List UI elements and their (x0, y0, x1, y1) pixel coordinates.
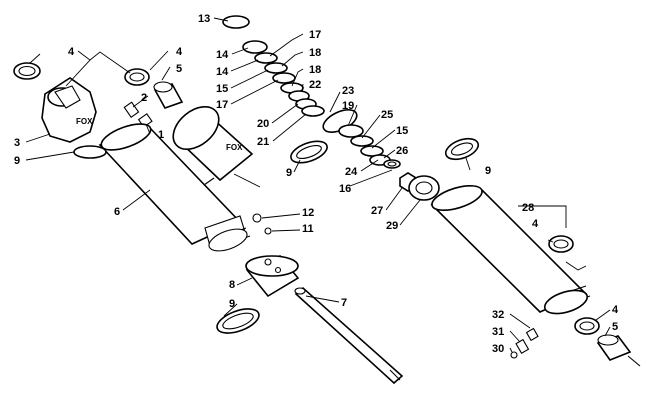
bushing-part-4-right-upper (548, 235, 574, 253)
callout-2: 2 (141, 92, 147, 104)
piston-part-8 (245, 255, 300, 298)
callout-28: 29 (386, 220, 398, 232)
callout-10: 11 (302, 223, 314, 235)
callout-4: 4 (612, 304, 619, 316)
ball-part-10 (264, 227, 272, 235)
core-part-30 (515, 338, 530, 354)
callout-31: 32 (492, 309, 504, 321)
callout-21: 22 (309, 79, 321, 91)
callout-30: 31 (492, 326, 504, 338)
valve-part-31 (525, 327, 539, 342)
callout-15: 15 (216, 83, 228, 95)
callout-4: 4 (532, 218, 539, 230)
callout-9: 9 (229, 298, 235, 310)
callout-9: 9 (14, 155, 20, 167)
callout-19: 20 (257, 118, 269, 130)
ball-part-11 (252, 213, 262, 223)
callout-17: 17 (309, 29, 321, 41)
callout-9: 9 (286, 167, 292, 179)
seal-part-9-right (444, 137, 480, 161)
seal-part-9-left-bottom (216, 308, 260, 334)
callout-4: 4 (68, 46, 75, 58)
valve-part-2 (123, 101, 140, 118)
piston-rod-part-7 (294, 286, 404, 385)
seal-part-9-center (290, 140, 328, 164)
callout-27: 28 (522, 202, 534, 214)
callout-labels: 4 4 5 2 1 3 9 6 13 14 14 15 17 17 18 18 … (14, 13, 619, 355)
body-tube-part-6 (98, 123, 251, 252)
bushing-part-4-upper (124, 68, 150, 86)
callout-5: 5 (612, 321, 618, 333)
callout-14: 14 (216, 66, 229, 78)
callout-8: 8 (229, 279, 235, 291)
seal-part-9-left-top (73, 145, 107, 159)
callout-9: 9 (485, 165, 491, 177)
callout-26: 27 (371, 205, 383, 217)
callout-22: 23 (342, 85, 354, 97)
eyelet-body-part-3: FOX (41, 77, 97, 143)
callout-18: 19 (342, 100, 354, 112)
brand-mark: FOX (76, 117, 93, 126)
callout-12: 13 (198, 13, 210, 25)
callout-18: 18 (309, 47, 321, 59)
reservoir-part-32: FOX (172, 106, 254, 186)
bushing-part-4-right-lower (574, 317, 600, 335)
callout-23: 24 (345, 166, 358, 178)
callout-17: 18 (309, 64, 321, 76)
bearing-part-28 (408, 175, 440, 201)
leader-lines (25, 17, 611, 353)
callout-4: 4 (176, 46, 183, 58)
cap-part-29 (510, 351, 518, 359)
sleeve-part-5-right (596, 334, 641, 367)
callout-1: 1 (158, 129, 164, 141)
body-tube-part-27 (430, 184, 591, 315)
callout-11: 12 (302, 207, 314, 219)
bushing-part-4-left (13, 62, 41, 80)
callout-16: 17 (216, 99, 228, 111)
valve-stack (222, 15, 401, 169)
callout-15: 16 (339, 183, 351, 195)
brand-mark-reservoir: FOX (226, 143, 243, 152)
callout-20: 21 (257, 136, 269, 148)
callout-3: 3 (14, 137, 20, 149)
callout-29: 30 (492, 343, 504, 355)
callout-13: 14 (216, 49, 229, 61)
callout-5: 5 (176, 63, 182, 75)
sleeve-part-5-upper (153, 81, 184, 109)
callout-14: 15 (396, 125, 408, 137)
callout-25: 26 (396, 145, 408, 157)
callout-7: 7 (341, 297, 347, 309)
callout-24: 25 (381, 109, 393, 121)
callout-6: 6 (114, 206, 120, 218)
